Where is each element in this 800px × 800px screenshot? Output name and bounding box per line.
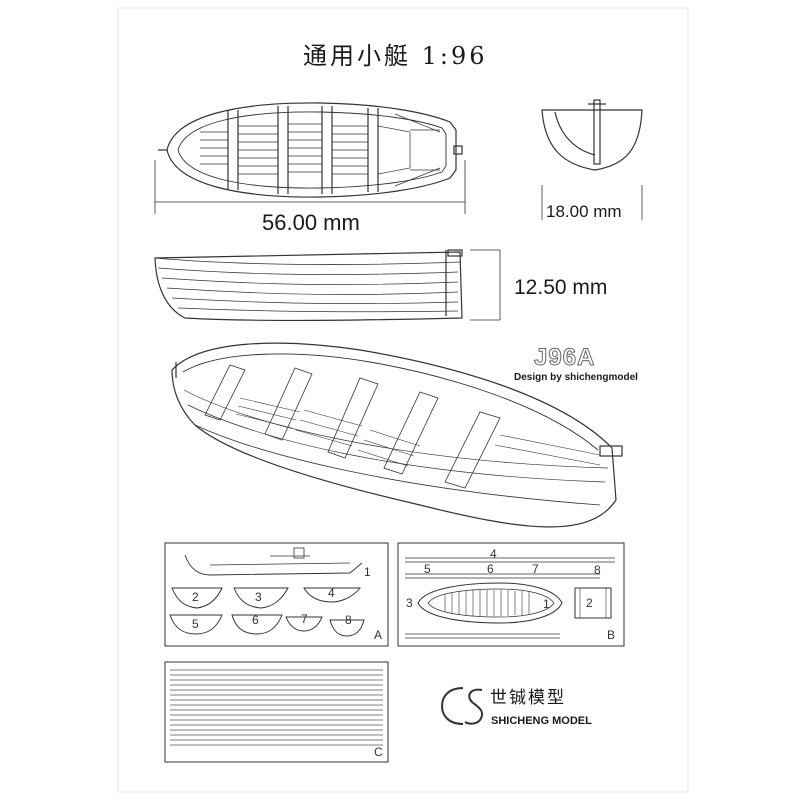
plate-b-part-3: 3 <box>406 596 413 610</box>
plate-b-part-6: 6 <box>487 562 494 576</box>
plate-a-letter: A <box>374 628 383 642</box>
plate-c-letter: C <box>374 745 383 759</box>
plate-a-part-6: 6 <box>252 613 259 627</box>
plate-a-part-1: 1 <box>364 565 371 579</box>
plate-a-part-7: 7 <box>301 612 308 626</box>
brand-name-chinese: 世铖模型 <box>490 688 566 708</box>
plate-a-part-2: 2 <box>192 590 199 604</box>
plate-b-part-4: 4 <box>490 547 497 561</box>
brand-name-english: SHICHENG MODEL <box>491 715 592 727</box>
plate-b-part-1: 1 <box>543 597 550 611</box>
length-dimension: 56.00 mm <box>262 210 360 235</box>
top-view-drawing <box>154 102 466 214</box>
plate-b-letter: B <box>607 628 616 642</box>
designer-credit: Design by shichengmodel <box>514 372 638 383</box>
shicheng-logo <box>440 687 484 725</box>
beam-dimension: 18.00 mm <box>546 202 622 221</box>
drawing-title: 通用小艇 1:96 <box>303 42 488 70</box>
plate-a-part-8: 8 <box>345 613 352 627</box>
height-dimension: 12.50 mm <box>514 276 608 299</box>
plate-a-part-5: 5 <box>192 617 199 631</box>
end-view-drawing <box>541 99 643 220</box>
plate-b-part-5: 5 <box>424 562 431 576</box>
parts-plate-a <box>164 542 389 647</box>
plate-b-part-8: 8 <box>594 563 601 577</box>
perspective-view-drawing <box>171 342 623 528</box>
side-view-drawing <box>154 249 501 321</box>
plate-a-part-4: 4 <box>328 586 335 600</box>
plate-b-part-2: 2 <box>586 596 593 610</box>
parts-plate-b <box>397 542 625 647</box>
plate-a-part-3: 3 <box>255 590 262 604</box>
plate-b-part-7: 7 <box>532 562 539 576</box>
model-code: J96A <box>533 344 596 371</box>
planking-plate-c <box>164 661 389 763</box>
